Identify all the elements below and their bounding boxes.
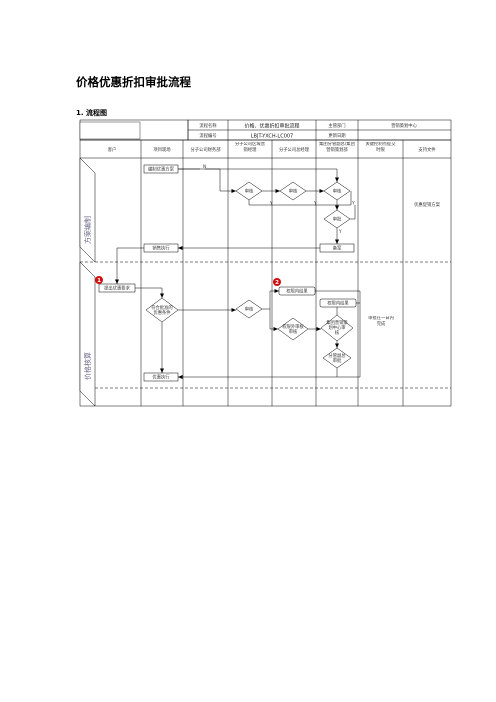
decision-auth-outside xyxy=(277,317,309,341)
decision-review-gm-label: 审核 xyxy=(333,188,342,195)
column-header-region-manager: 分子公司区域营销经理 xyxy=(234,142,266,153)
edge-label-yes: Y xyxy=(313,201,317,207)
marker-2-label: 2 xyxy=(275,280,279,286)
header-blank-box-inner xyxy=(79,121,141,140)
marker-1-label: 1 xyxy=(97,278,101,284)
node-auth-within-2-label: 权限内结果 xyxy=(327,300,349,307)
decision-auth-outside-label-1: 权限外审核 xyxy=(282,323,304,330)
decision-audit-label: 审核 xyxy=(245,306,254,313)
connectors-lane1 xyxy=(115,168,356,284)
column-header-gm: 分子公司总经理 xyxy=(279,146,310,153)
header-dept-label: 主管部门 xyxy=(328,122,345,129)
header-date-label: 更新日期 xyxy=(328,132,345,139)
node-archive-label: 备案 xyxy=(333,245,342,252)
column-header-control-point: 关键控制点提交时限 xyxy=(365,142,396,153)
header-code-label: 流程编号 xyxy=(199,132,216,139)
decision-audit xyxy=(235,299,263,319)
lane-label-shape xyxy=(79,261,96,407)
decision-manager-approve-label-2: 审批 xyxy=(333,357,342,364)
lane-label-shape xyxy=(79,157,96,263)
marker-2 xyxy=(273,278,281,286)
decision-review-region xyxy=(279,181,307,201)
column-header-site: 项目现场 xyxy=(153,146,171,153)
column-header-support: 支持文件 xyxy=(418,146,436,153)
edge-label-no: N xyxy=(203,164,206,170)
decision-approve-group-label: 审批 xyxy=(333,216,342,223)
edge-label-yes: Y xyxy=(269,201,273,207)
decision-group-review-label-1: 集团营销策 xyxy=(326,319,348,326)
support-doc: 优惠促销方案 xyxy=(414,201,440,208)
decision-manager-approve-label-1: 分管副总 xyxy=(328,352,346,359)
node-draft-plan-label: 编制优惠方案 xyxy=(148,166,174,173)
time-limit-note: 审批在一日内完成 xyxy=(368,316,394,327)
marker-1 xyxy=(95,276,103,284)
header-code-value: LBJT-YXCH-LC007 xyxy=(251,134,294,140)
decision-group-review-label-2: 划中心审 xyxy=(328,324,345,331)
edge-label-yes: Y xyxy=(351,201,355,207)
node-auth-within-label: 权限内结果 xyxy=(286,288,308,295)
column-header-customer: 客户 xyxy=(108,146,117,153)
column-header-finance: 分子公司财务部 xyxy=(190,146,221,153)
edge-label-yes: Y xyxy=(338,229,342,235)
header-dept-value: 营销策划中心 xyxy=(391,122,417,129)
node-sales-exec-label: 销售执行 xyxy=(152,245,170,252)
decision-within-scope-label-2: 优惠条件 xyxy=(153,309,171,316)
header-table xyxy=(187,119,452,141)
header-name-value: 价格、优惠折扣审批流程 xyxy=(244,123,299,130)
connectors-lane2 xyxy=(135,287,361,379)
section-heading: 1. 流程图 xyxy=(76,109,107,117)
decision-auth-outside-label-2: 审核 xyxy=(289,328,298,335)
decision-review-finance-label: 审核 xyxy=(245,188,254,195)
node-customer-request-label: 提出优惠要求 xyxy=(104,285,130,292)
main-grid xyxy=(79,139,452,407)
lane-label-plan: 方案编制 xyxy=(83,216,92,244)
node-discount-exec-label: 优惠执行 xyxy=(152,374,170,381)
decision-within-scope-label-1: 符合批准的 xyxy=(151,304,172,311)
page-title: 价格优惠折扣审批流程 xyxy=(76,75,191,89)
header-name-label: 流程名称 xyxy=(199,122,217,129)
decision-group-review-label-3: 核 xyxy=(335,329,340,336)
decision-review-region-label: 审核 xyxy=(289,188,298,195)
column-header-group: 集团分管副总/集团营销策划部 xyxy=(319,142,355,153)
lane-label-price: 价格核算 xyxy=(83,352,92,380)
